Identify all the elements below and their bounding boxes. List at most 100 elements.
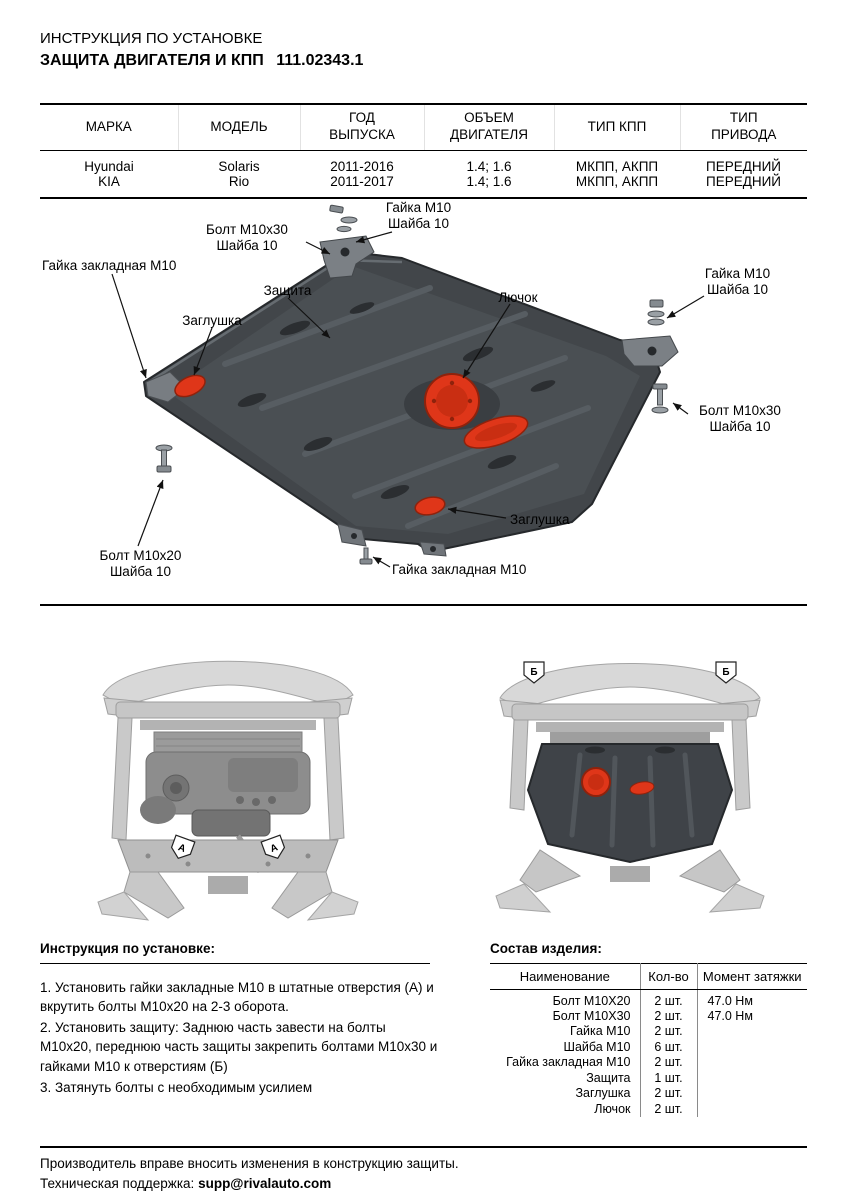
parts-header-torque: Момент затяжки [696,963,807,990]
figure-underbody-bare: А А [88,640,368,940]
spec-table: МАРКА МОДЕЛЬ ГОД ВЫПУСКА ОБЪЕМ ДВИГАТЕЛЯ… [40,103,807,199]
cell-year: 2011-2016 [330,158,394,174]
footer-divider [40,1146,807,1148]
plug-left-part [174,374,206,398]
part-torque [696,1039,807,1055]
spec-header-year: ГОД ВЫПУСКА [299,104,424,151]
underbody-installed-art: Б Б [495,661,765,913]
spec-header-row: МАРКА МОДЕЛЬ ГОД ВЫПУСКА ОБЪЕМ ДВИГАТЕЛЯ… [40,104,807,151]
part-qty: 2 шт. [639,1054,697,1070]
parts-table: Наименование Кол-во Момент затяжки Болт … [490,963,807,1117]
spec-row-kia: KIA Rio 2011-2017 1.4; 1.6 МКПП, АКПП ПЕ… [40,174,807,198]
leader-lines [111,231,705,568]
cell-year: 2011-2017 [330,173,394,189]
parts-row: Болт М10Х30 2 шт. 47.0 Нм [490,1008,807,1024]
cell-model: Rio [228,173,250,189]
parts-row: Гайка закладная М10 2 шт. [490,1054,807,1070]
cell-gearbox: МКПП, АКПП [575,158,659,174]
label-anchor-nut-left: Гайка закладная М10 [42,258,177,273]
instruction-step-3: 3. Затянуть болты с необходимым усилием [40,1079,313,1095]
cell-engine: 1.4; 1.6 [466,173,512,189]
parts-row: Лючок 2 шт. [490,1101,807,1117]
part-qty: 2 шт. [639,989,697,1008]
marker-b-right: Б [715,661,737,684]
marker-a-left: А [170,834,196,860]
cell-drive: ПЕРЕДНИЙ [705,173,781,189]
label-bolt-m10x30-right: Болт М10х30 Шайба 10 [699,403,781,435]
part-qty: 2 шт. [639,1101,697,1117]
spec-header-gearbox: ТИП КПП [553,104,680,151]
spec-header-model: МОДЕЛЬ [177,104,300,151]
instruction-step-1: 1. Установить гайки закладные М10 в штат… [40,980,434,1015]
part-name: Гайка закладная М10 [506,1055,631,1070]
label-bolt-m10x20-bottom: Болт М10х20 Шайба 10 [99,548,182,580]
instruction-step-2: 2. Установить защиту: Заднюю часть завес… [40,1020,438,1074]
plug-bottom-part [414,496,446,516]
fastener-bottom-center [359,547,373,565]
skid-plate [143,251,661,557]
cell-model: Solaris [218,158,260,174]
spec-header-marka: МАРКА [40,104,178,151]
parts-header-name: Наименование [490,963,640,990]
cell-engine: 1.4; 1.6 [466,158,512,174]
fasteners-top [329,204,358,233]
part-torque [696,1070,807,1086]
part-name: Шайба М10 [563,1039,631,1054]
footer-support: Техническая поддержка: supp@rivalauto.co… [40,1176,331,1191]
parts-row: Заглушка 2 шт. [490,1085,807,1101]
parts-row: Шайба М10 6 шт. [490,1039,807,1055]
spec-header-drive: ТИП ПРИВОДА [679,104,807,151]
part-qty: 2 шт. [639,1023,697,1039]
cell-brand: Hyundai [84,158,134,174]
part-torque: 47.0 Нм [696,989,807,1008]
parts-heading: Состав изделия: [490,941,602,956]
part-torque: 47.0 Нм [696,1008,807,1024]
fasteners-right-top [647,299,665,326]
part-qty: 2 шт. [639,1085,697,1101]
diagram-art [111,204,705,568]
part-torque [696,1023,807,1039]
parts-header-qty: Кол-во [639,963,697,990]
hatch-cover [424,373,480,429]
cell-drive: ПЕРЕДНИЙ [705,158,781,174]
installation-diagram: Гайка М10 Шайба 10 Болт М10х30 Шайба 10 … [0,196,849,604]
figure-underbody-installed: Б Б [480,640,780,940]
part-name: Лючок [594,1101,631,1116]
part-qty: 2 шт. [639,1008,697,1024]
footer-disclaimer: Производитель вправе вносить изменения в… [40,1156,459,1171]
part-name: Защита [586,1070,631,1085]
footer-support-label: Техническая поддержка: [40,1176,195,1191]
fasteners-right-bottom [651,383,669,414]
part-number: 111.02343.1 [276,52,364,69]
doc-title: ЗАЩИТА ДВИГАТЕЛЯ И КПП 111.02343.1 [40,52,363,70]
parts-row: Защита 1 шт. [490,1070,807,1086]
part-name: Болт М10Х30 [552,1008,631,1023]
part-name: Гайка М10 [570,1024,631,1039]
label-anchor-nut-bottom: Гайка закладная М10 [392,562,527,577]
svg-text:А: А [269,842,280,855]
spec-row-hyundai: Hyundai Solaris 2011-2016 1.4; 1.6 МКПП,… [40,150,807,174]
part-torque [696,1054,807,1070]
part-qty: 1 шт. [639,1070,697,1086]
part-qty: 6 шт. [639,1039,697,1055]
marker-b-left: Б [523,661,545,684]
part-torque [696,1085,807,1101]
underbody-bare-art: А А [97,660,359,921]
fastener-bottom-left [155,444,173,473]
cell-gearbox: МКПП, АКПП [575,173,659,189]
instructions-heading: Инструкция по установке: [40,941,215,956]
label-hatch: Лючок [498,290,538,305]
instructions-steps: 1. Установить гайки закладные М10 в штат… [40,978,438,1097]
label-bolt-m10x30-top: Болт М10х30 Шайба 10 [206,222,288,254]
parts-row: Гайка М10 2 шт. [490,1023,807,1039]
svg-text:Б: Б [530,667,537,678]
part-name: Заглушка [575,1086,631,1101]
label-nut-m10-top: Гайка М10 Шайба 10 [385,200,452,232]
label-plug-bottom: Заглушка [510,512,570,527]
spec-header-engine: ОБЪЕМ ДВИГАТЕЛЯ [423,104,554,151]
instructions-rule [40,963,430,964]
doc-title-text: ЗАЩИТА ДВИГАТЕЛЯ И КПП [40,52,264,69]
marker-a-right: А [260,834,286,860]
parts-header-row: Наименование Кол-во Момент затяжки [490,963,807,990]
part-name: Болт М10Х20 [552,994,631,1008]
